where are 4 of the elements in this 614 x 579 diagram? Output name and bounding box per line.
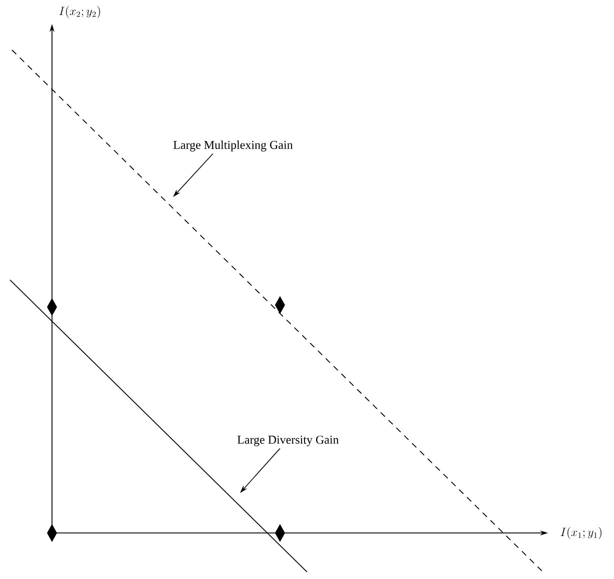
axis-label: $I(x_2;y_2)$ — [59, 6, 100, 18]
callout-text: Large Multiplexing Gain — [173, 140, 293, 152]
axis-label: $I(x_1;y_1)$ — [560, 526, 602, 539]
callout-text: Large Diversity Gain — [237, 436, 339, 446]
